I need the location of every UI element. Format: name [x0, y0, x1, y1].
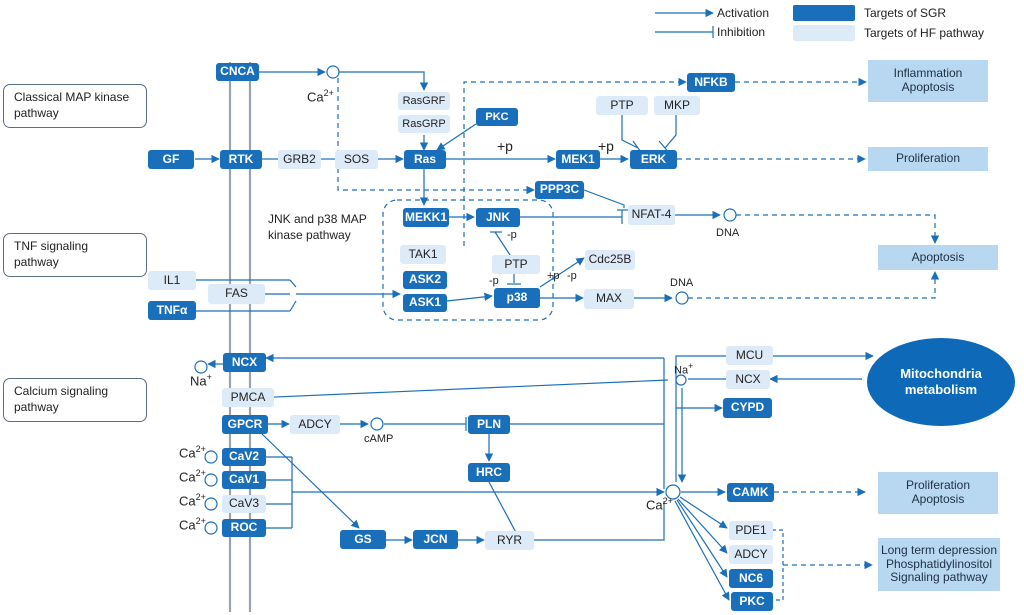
label-minus-p-jnk: -p [507, 229, 517, 241]
node-roc: ROC [222, 519, 266, 537]
node-max: MAX [584, 289, 634, 309]
ion-ca-top: Ca2+ [307, 88, 334, 105]
node-erk: ERK [630, 150, 677, 169]
node-gf: GF [148, 150, 194, 169]
node-ask1: ASK1 [403, 294, 447, 312]
node-pkc-top: PKC [476, 108, 518, 126]
node-ncx-left: NCX [223, 353, 266, 372]
node-cav3: CaV3 [222, 495, 266, 513]
node-sos: SOS [335, 150, 378, 169]
node-cav2: CaV2 [222, 448, 266, 466]
node-rasgrf: RasGRF [398, 92, 450, 110]
node-mek1: MEK1 [556, 150, 600, 169]
node-ryr: RYR [485, 531, 534, 550]
node-pmca: PMCA [222, 388, 274, 407]
node-p38: p38 [494, 288, 540, 308]
legend-inhibition-label: Inhibition [717, 25, 766, 39]
legend-hf-label: Targets of HF pathway [864, 26, 985, 40]
legend-hf-swatch [793, 25, 855, 41]
node-hrc: HRC [468, 463, 510, 482]
legend-sgr-label: Targets of SGR [864, 6, 947, 20]
node-mcu: MCU [726, 346, 773, 365]
node-pde1: PDE1 [729, 521, 773, 540]
ion-ca-cav1: Ca2+ [179, 468, 206, 485]
outcome-apoptosis: Apoptosis [878, 245, 998, 270]
node-jcn: JCN [413, 530, 458, 549]
node-pln: PLN [468, 415, 510, 434]
node-il1: IL1 [148, 271, 196, 290]
pathway-calcium: Calcium signaling pathway [3, 378, 147, 422]
node-rasgrp: RasGRP [398, 115, 450, 133]
node-tnfa: TNFα [148, 301, 196, 320]
label-minus-p-cdc: -p [567, 270, 577, 282]
label-plus-p-p38: +p [547, 270, 560, 282]
node-jnk: JNK [476, 208, 520, 227]
pathway-jnk-p38-label: JNK and p38 MAP kinase pathway [268, 212, 367, 242]
node-ncx-right: NCX [726, 370, 770, 389]
node-ptp-top: PTP [596, 96, 648, 115]
node-adcy-left: ADCY [290, 415, 340, 434]
label-dna-mid: DNA [670, 277, 694, 289]
ion-na-left: Na+ [190, 372, 212, 389]
node-nfkb: NFKB [687, 73, 735, 92]
node-cdc25b: Cdc25B [585, 250, 635, 270]
node-cav1: CaV1 [222, 471, 266, 489]
node-ras: Ras [404, 150, 446, 169]
node-ptp-mid: PTP [492, 255, 540, 274]
node-tak1: TAK1 [400, 245, 446, 264]
pathway-tnf: TNF signaling pathway [3, 233, 147, 277]
ion-ca-cav3: Ca2+ [179, 492, 206, 509]
label-dna-top: DNA [716, 227, 740, 239]
node-gpcr: GPCR [222, 415, 268, 434]
node-mekk1: MEKK1 [403, 208, 449, 227]
ion-ca-roc: Ca2+ [179, 516, 206, 533]
label-plus-p-1: +p [497, 138, 513, 154]
node-adcy-right: ADCY [729, 545, 773, 564]
label-minus-p-p38: -p [489, 275, 499, 287]
legend-sgr-swatch [793, 5, 855, 21]
label-camp: cAMP [364, 433, 394, 445]
node-nfat4: NFAT-4 [628, 205, 675, 225]
label-plus-p-2: +p [598, 138, 614, 154]
node-gs: GS [340, 530, 386, 549]
node-cnca: CNCA [216, 63, 259, 81]
legend-activation-label: Activation [717, 6, 770, 20]
node-camk: CAMK [727, 483, 774, 502]
ion-ca-center: Ca2+ [646, 496, 673, 513]
node-grb2: GRB2 [278, 150, 321, 169]
node-ask2: ASK2 [403, 271, 447, 289]
node-nc6: NC6 [729, 569, 773, 588]
node-cypd: CYPD [723, 398, 772, 418]
node-pkc-bottom: PKC [731, 592, 773, 611]
outcome-proliferation: Proliferation [868, 147, 988, 171]
ion-ca-cav2: Ca2+ [179, 444, 206, 461]
pathway-classical-map: Classical MAP kinase pathway [3, 84, 147, 128]
node-mkp: MKP [654, 96, 700, 115]
node-rtk: RTK [220, 150, 262, 169]
ion-na-right: Na+ [674, 361, 694, 377]
node-ppp3c: PPP3C [535, 181, 584, 199]
node-fas: FAS [208, 284, 265, 304]
